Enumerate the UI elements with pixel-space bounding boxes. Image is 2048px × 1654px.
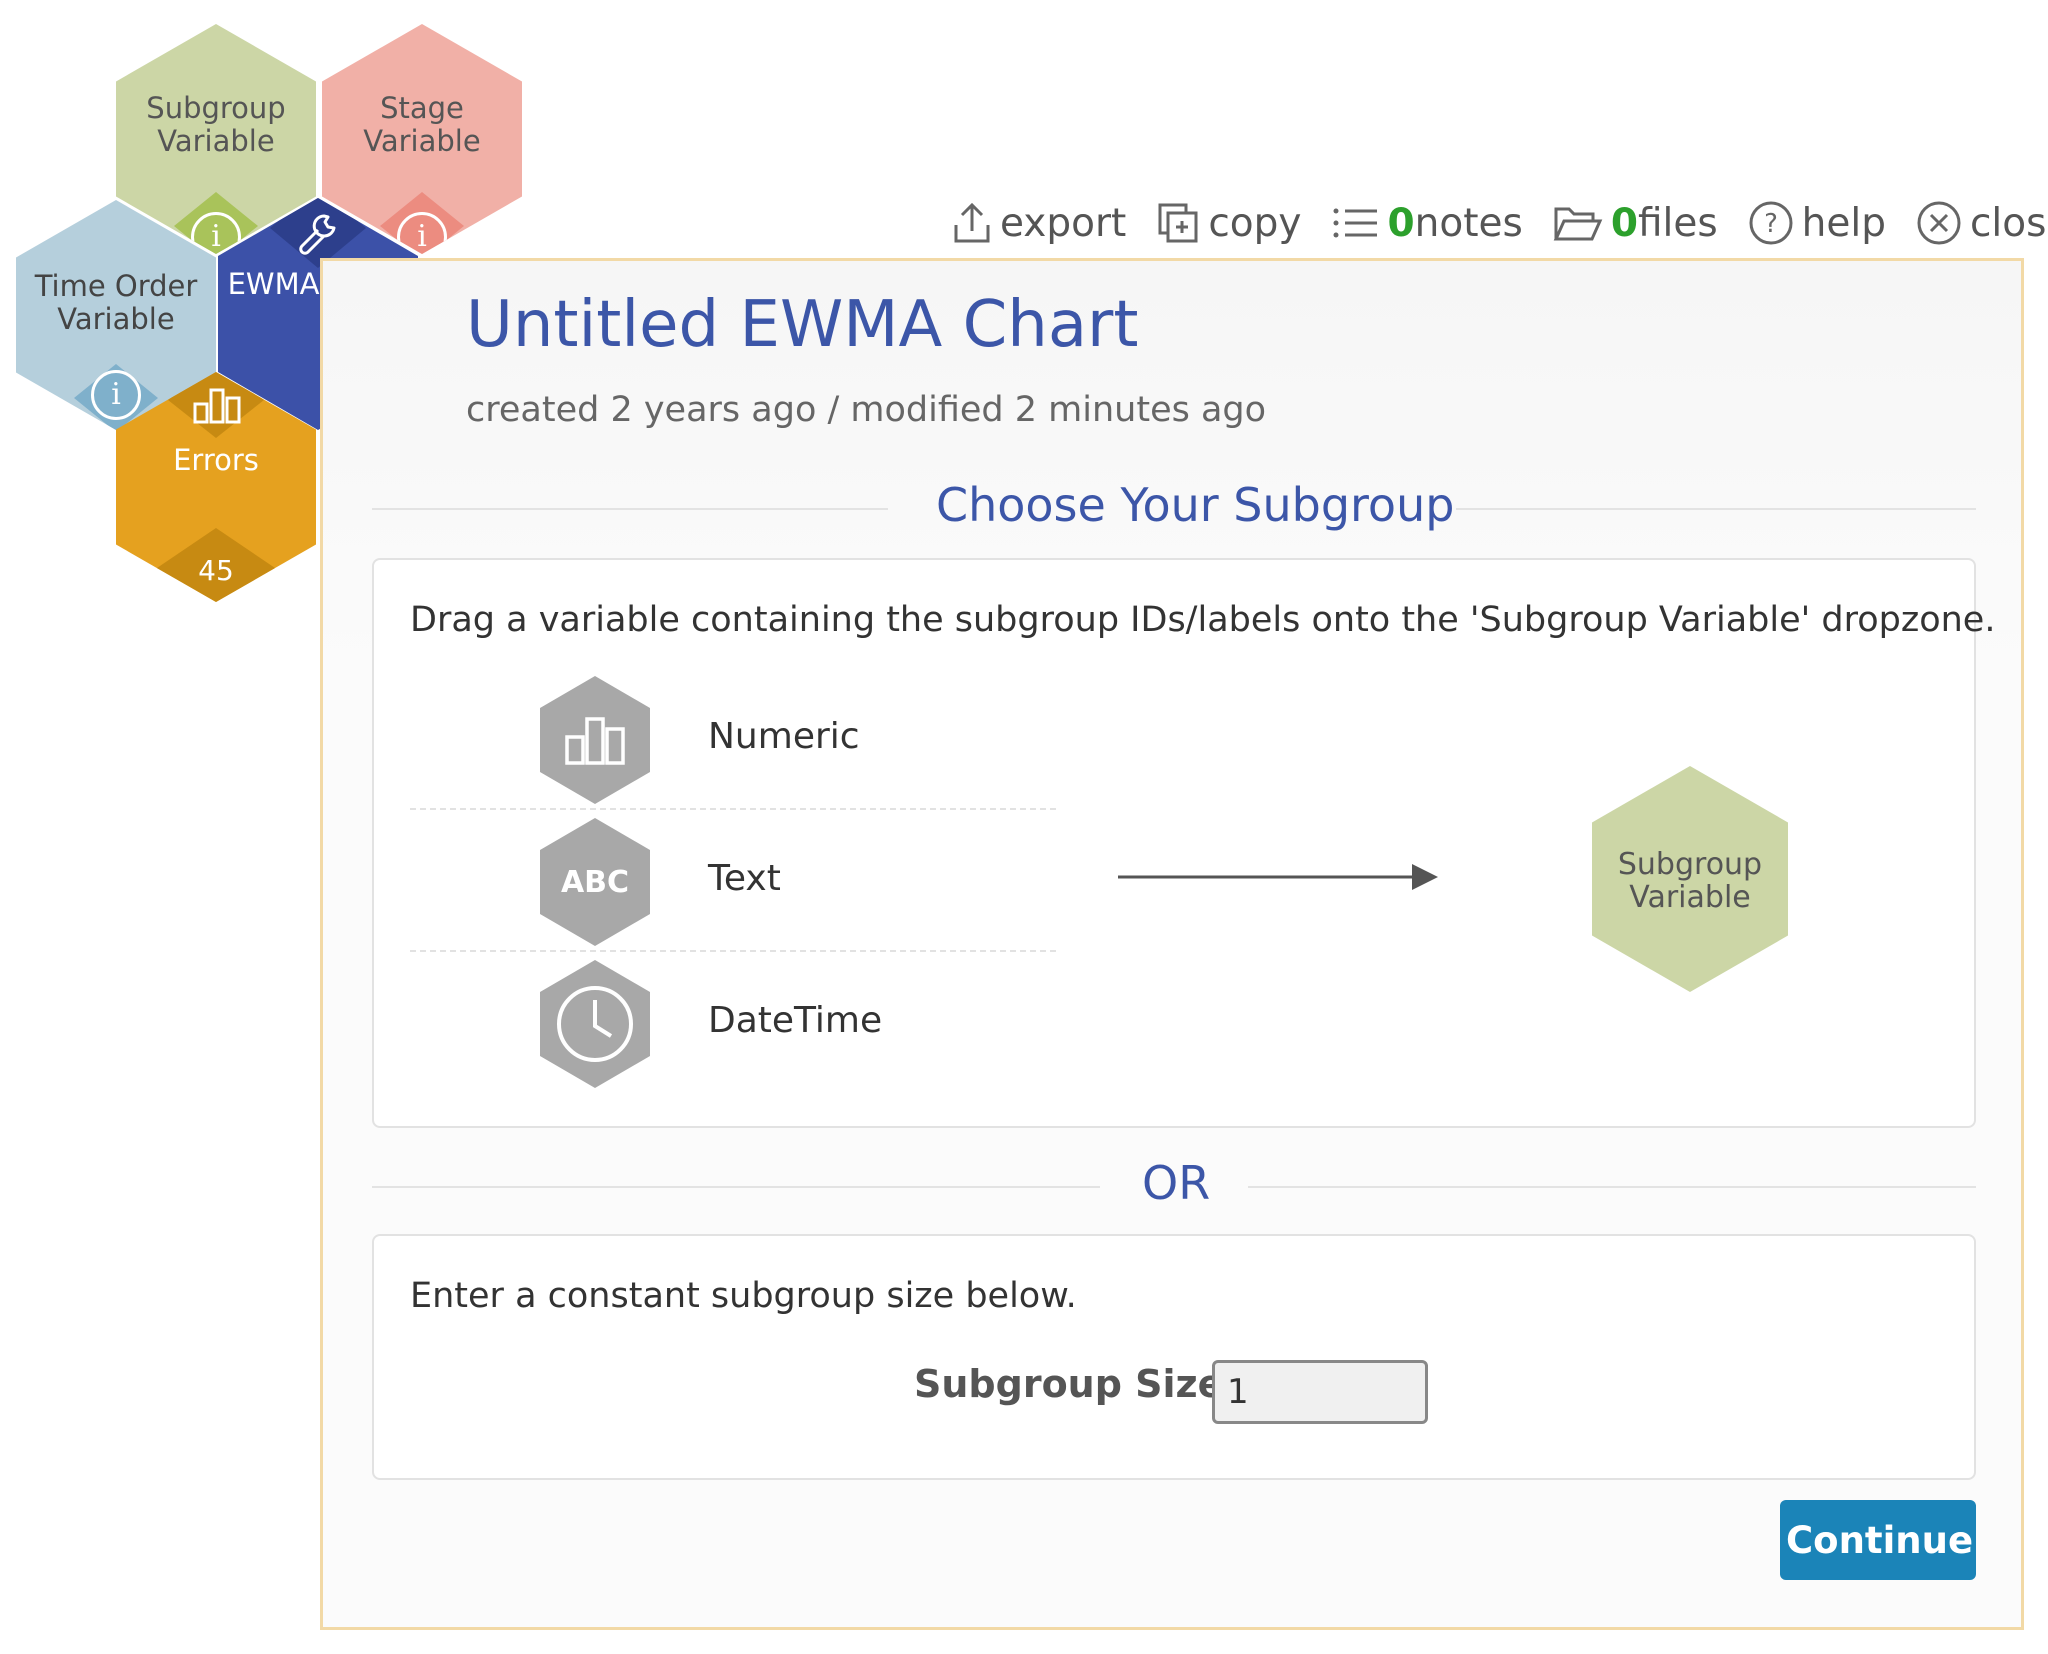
type-label-text: Text: [708, 858, 781, 899]
help-label: help: [1801, 200, 1886, 246]
export-button[interactable]: export: [952, 201, 1126, 246]
subgroup-size-label: Subgroup Size: [914, 1362, 1224, 1406]
files-button[interactable]: 0files: [1553, 201, 1718, 246]
stage-variable-hex[interactable]: Stage Variable i: [322, 24, 522, 254]
toolbar: export copy 0notes 0files ?: [952, 198, 2048, 248]
divider: [410, 950, 1056, 952]
info-icon[interactable]: i: [397, 212, 447, 254]
list-icon: [1333, 208, 1378, 238]
dropzone-line1: Subgroup: [1617, 847, 1763, 882]
page-meta: created 2 years ago / modified 2 minutes…: [466, 390, 1267, 430]
close-label: close: [1969, 200, 2048, 246]
divider: [372, 1186, 1100, 1188]
type-label-numeric: Numeric: [708, 716, 860, 757]
stage-variable-hex-line1: Stage: [380, 91, 464, 125]
bar-chart-icon: [565, 717, 625, 765]
errors-hex-label: Errors: [173, 443, 259, 477]
or-divider: OR: [1142, 1156, 1211, 1210]
close-icon: [1917, 201, 1961, 245]
export-icon: [954, 202, 990, 243]
wrench-icon: [299, 214, 336, 255]
subgroup-size-input[interactable]: [1212, 1360, 1428, 1424]
notes-count: 0: [1387, 200, 1415, 246]
divider: [410, 808, 1056, 810]
arrow-right-icon: [1118, 864, 1438, 890]
subgroup-variable-hex-line2: Variable: [157, 124, 275, 158]
close-button[interactable]: close: [1916, 200, 2048, 246]
subgroup-variable-hex-line1: Subgroup: [146, 91, 286, 125]
type-label-datetime: DateTime: [708, 1000, 883, 1041]
abc-icon: ABC: [560, 864, 630, 900]
export-label: export: [1000, 200, 1127, 246]
errors-count: 45: [198, 554, 234, 587]
notes-button[interactable]: 0notes: [1331, 200, 1523, 246]
clock-icon: [557, 986, 633, 1062]
dropzone-line2: Variable: [1629, 880, 1751, 915]
divider: [372, 508, 888, 510]
page-title: Untitled EWMA Chart: [466, 288, 1139, 362]
copy-icon: [1158, 203, 1198, 243]
notes-label: notes: [1414, 200, 1523, 246]
time-order-variable-hex-line2: Variable: [57, 302, 175, 336]
folder-icon: [1553, 207, 1603, 241]
time-order-variable-hex-line1: Time Order: [34, 269, 198, 303]
divider: [1456, 508, 1976, 510]
info-icon[interactable]: i: [191, 212, 241, 254]
info-icon[interactable]: i: [91, 370, 141, 420]
help-button[interactable]: ? help: [1748, 200, 1886, 246]
subgroup-instruction: Drag a variable containing the subgroup …: [410, 600, 1996, 640]
files-count: 0: [1610, 200, 1638, 246]
svg-text:?: ?: [1764, 209, 1778, 239]
constant-size-box: [372, 1234, 1976, 1480]
stage-variable-hex-line2: Variable: [363, 124, 481, 158]
constant-size-instruction: Enter a constant subgroup size below.: [410, 1276, 1077, 1316]
help-icon: ?: [1749, 201, 1793, 245]
files-label: files: [1637, 200, 1718, 246]
divider: [1248, 1186, 1976, 1188]
copy-label: copy: [1208, 200, 1302, 246]
continue-button[interactable]: Continue: [1780, 1500, 1976, 1580]
copy-button[interactable]: copy: [1156, 201, 1301, 246]
section-heading-subgroup: Choose Your Subgroup: [936, 478, 1455, 532]
bar-chart-icon: [193, 388, 241, 424]
